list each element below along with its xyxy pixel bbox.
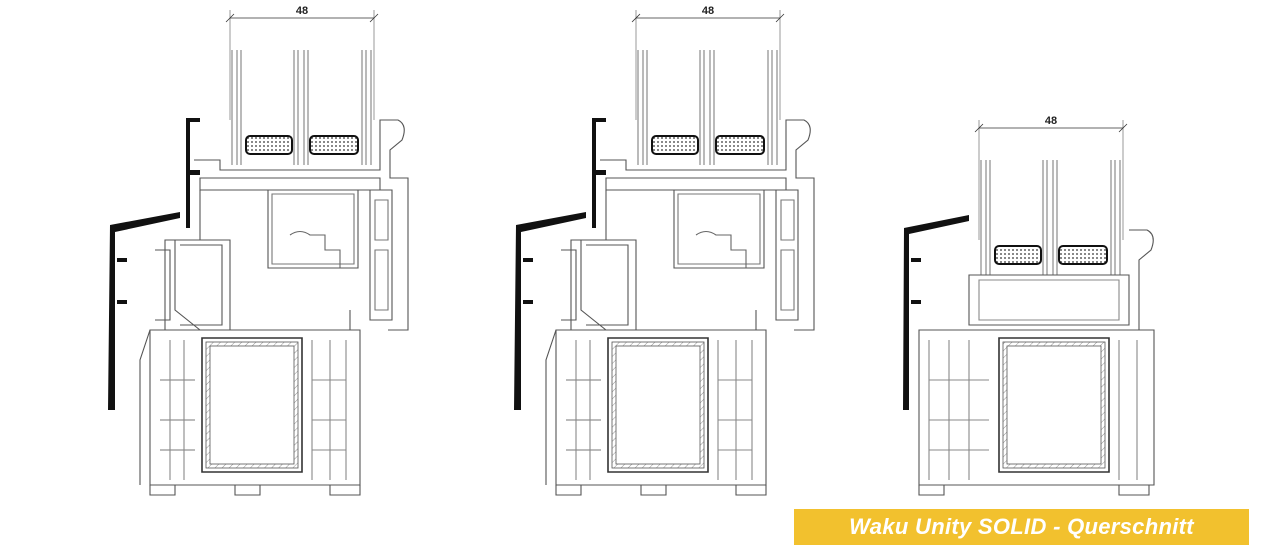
section-3: 48 [902, 115, 1155, 496]
dimension-label-1: 48 [296, 5, 308, 17]
caption-banner: Waku Unity SOLID - Querschnitt [794, 509, 1249, 545]
dimension-label-3: 48 [1045, 115, 1057, 127]
section-2: 48 [513, 5, 815, 496]
dimension-label-2: 48 [702, 5, 714, 17]
section-1: 48 [107, 5, 409, 496]
caption-text: Waku Unity SOLID - Querschnitt [849, 514, 1194, 539]
